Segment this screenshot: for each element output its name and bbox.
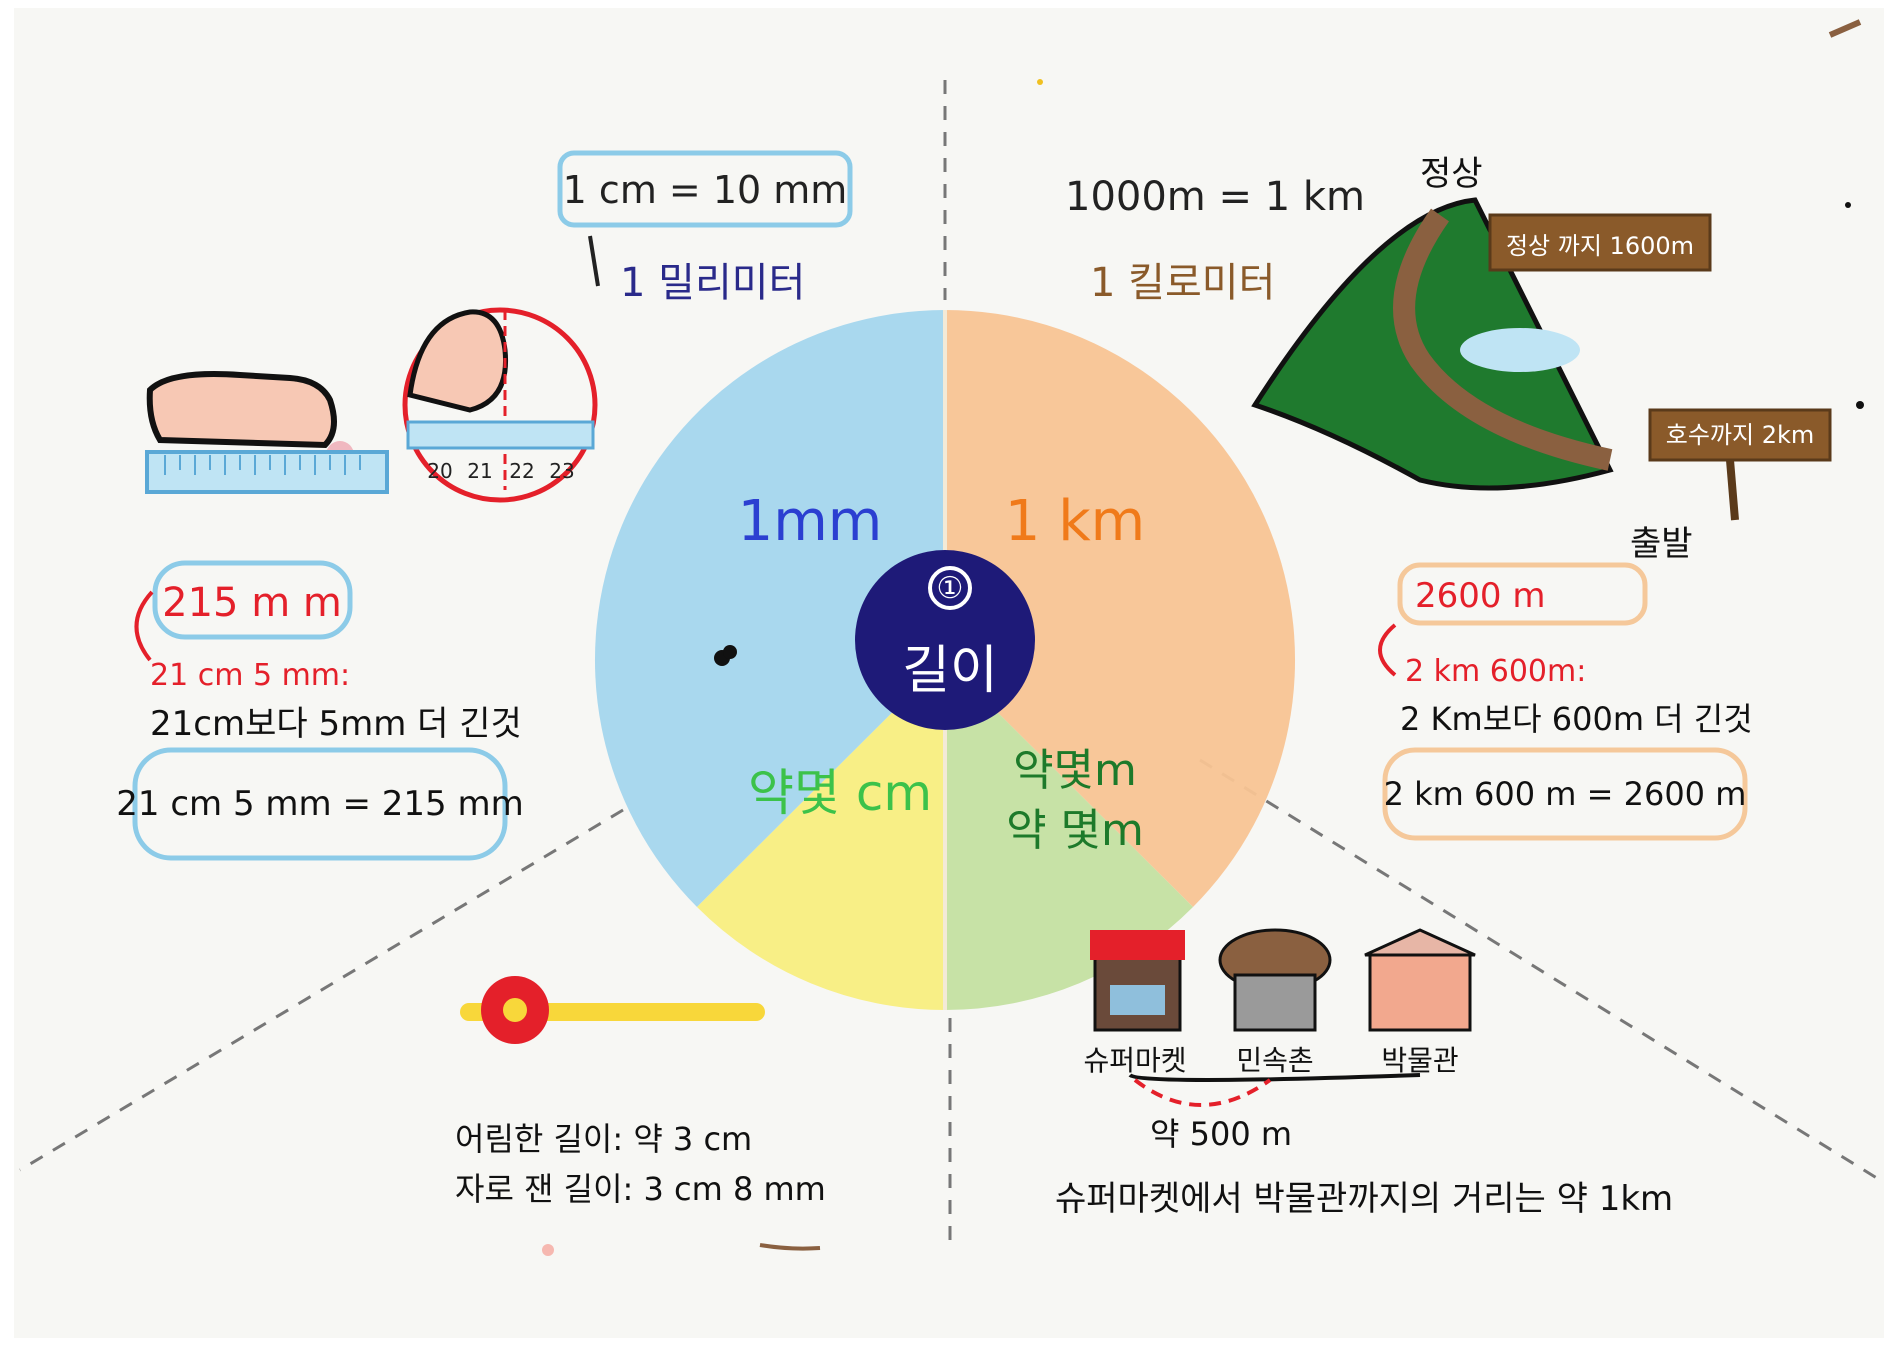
pie-slice-cm: [697, 660, 945, 1010]
stray-marks: [542, 19, 1864, 1256]
place-museum: 박물관: [1381, 1044, 1458, 1077]
m-sentence: 슈퍼마켓에서 박물관까지의 거리는 약 1km: [1055, 1179, 1673, 1219]
center-title: 길이: [902, 641, 998, 701]
museum-illustration: [1364, 928, 1476, 1032]
mm-answer-box: [152, 560, 353, 640]
m-distance: 약 500 m: [1150, 1115, 1292, 1153]
summit-label: 정상: [1420, 154, 1483, 194]
pie-slice-m: [945, 660, 1193, 1010]
mm-conversion: 21 cm 5 mm = 215 mm: [116, 784, 523, 824]
km-answer: 2600 m: [1415, 576, 1545, 616]
foot-on-ruler-illustration: [145, 371, 389, 494]
pie-slice-mm: [594, 310, 945, 907]
magnifier-illustration: 20 21 22 23: [402, 307, 598, 503]
folk-village-illustration: [1218, 928, 1332, 1032]
mm-answer: 215 m m: [162, 580, 342, 626]
pie-chart: ① 길이 1mm 1 km 약몇 cm 약몇m 약 몇m: [594, 310, 1296, 1010]
ruler-tick-22: 22: [509, 459, 534, 483]
m-section: 슈퍼마켓 민속촌 박물관 약 500 m 슈퍼마켓에서 박물관까지의 거리는 약…: [1055, 928, 1673, 1219]
quadrant-label-mm: 1mm: [738, 489, 883, 554]
place-supermarket: 슈퍼마켓: [1083, 1044, 1186, 1077]
mm-section: 1 cm = 10 mm 1 밀리미터 20 21: [116, 150, 853, 861]
start-label: 출발: [1630, 524, 1693, 564]
mountain-illustration: 정상 까지 1600m 호수까지 2km 정상 출발: [1251, 154, 1832, 564]
km-equation: 1000m = 1 km: [1065, 174, 1365, 220]
center-circle: [855, 550, 1035, 730]
sign-top: 정상 까지 1600m: [1506, 232, 1694, 260]
mm-reading: 21 cm 5 mm:: [150, 658, 350, 693]
km-explain: 2 Km보다 600m 더 긴것: [1400, 700, 1753, 738]
pie-slice-km: [945, 310, 1296, 907]
center-number: ①: [937, 571, 964, 606]
sign-bottom: 호수까지 2km: [1666, 421, 1815, 449]
km-name: 1 킬로미터: [1090, 260, 1275, 306]
place-folk-village: 민속촌: [1236, 1044, 1313, 1077]
ruler-tick-21: 21: [467, 459, 492, 483]
km-conversion-box: [1382, 747, 1748, 841]
mm-conversion-box: [132, 747, 508, 861]
hairpin-illustration: [460, 976, 765, 1044]
cm-measured: 자로 잰 길이: 3 cm 8 mm: [455, 1170, 826, 1208]
km-section: 1000m = 1 km 1 킬로미터 정상 까지 1600m 호수까지 2km…: [1065, 154, 1832, 841]
ruler-tick-20: 20: [427, 459, 452, 483]
quadrant-label-km: 1 km: [1005, 489, 1145, 554]
quadrant-label-cm: 약몇 cm: [748, 764, 932, 822]
quadrant-label-m-1: 약몇m: [1013, 745, 1137, 796]
mm-explain: 21cm보다 5mm 더 긴것: [150, 704, 522, 744]
mm-equation-box: [557, 150, 853, 228]
divider-lines: [19, 80, 1881, 1250]
ruler-tick-23: 23: [549, 459, 574, 483]
km-reading: 2 km 600m:: [1405, 654, 1586, 689]
km-conversion: 2 km 600 m = 2600 m: [1384, 775, 1747, 813]
supermarket-illustration: [1090, 930, 1185, 1032]
cm-estimate: 어림한 길이: 약 3 cm: [455, 1120, 752, 1158]
mm-name: 1 밀리미터: [620, 260, 805, 306]
quadrant-label-m-2: 약 몇m: [1006, 805, 1144, 856]
mm-equation: 1 cm = 10 mm: [563, 168, 848, 212]
km-answer-box: [1397, 562, 1648, 626]
cm-section: 어림한 길이: 약 3 cm 자로 잰 길이: 3 cm 8 mm: [455, 976, 826, 1208]
